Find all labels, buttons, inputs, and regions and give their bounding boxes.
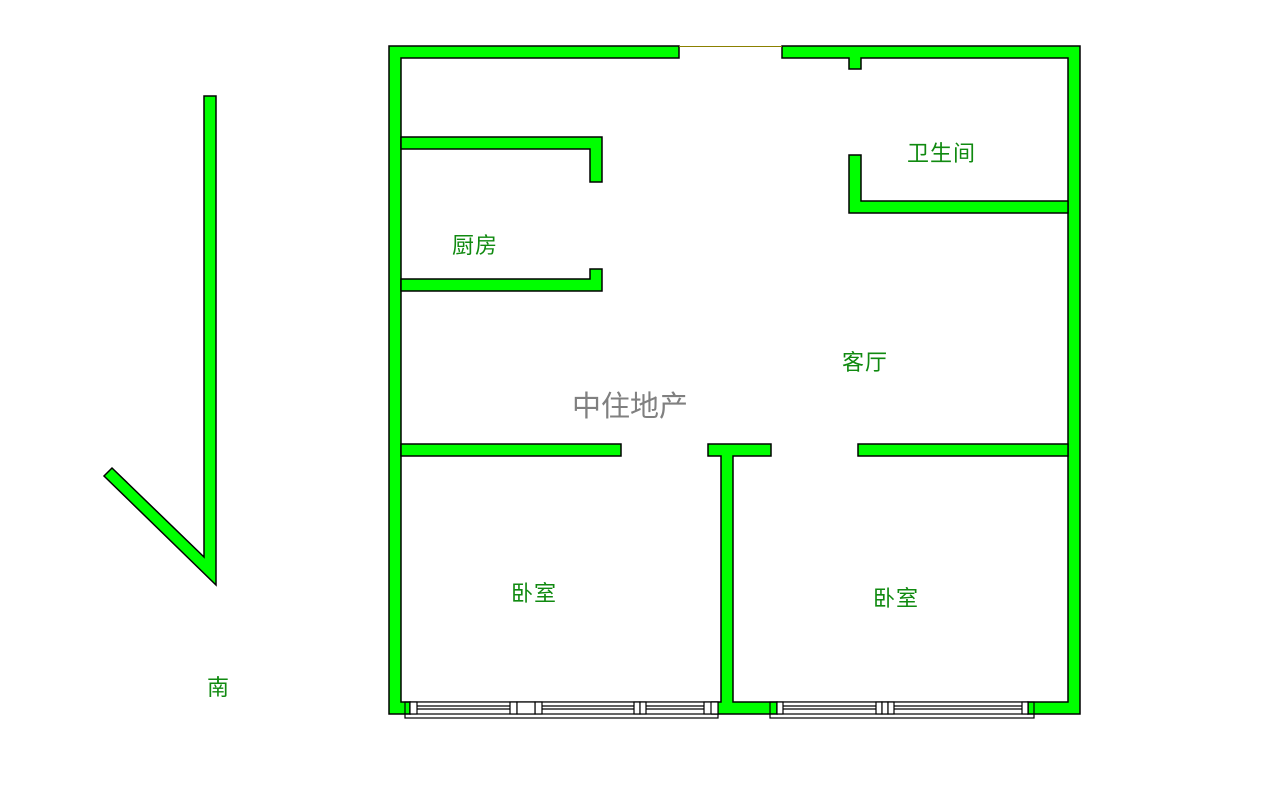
kitchen-wall-top [400, 136, 603, 183]
compass-south-label: 南 [207, 676, 231, 701]
bedroom-right-top-wall [857, 443, 1069, 457]
outer-wall-top-right [781, 45, 1081, 715]
outer-wall [388, 45, 680, 715]
window-left [404, 701, 719, 719]
bedroom-left-top-wall [400, 443, 622, 457]
bathroom-wall [848, 154, 1069, 214]
room-label-living-room: 客厅 [842, 351, 889, 376]
room-label-bedroom-right: 卧室 [873, 587, 920, 612]
watermark: 中住地产 [572, 389, 689, 423]
kitchen-wall-bottom [400, 268, 603, 292]
room-label-bedroom-left: 卧室 [511, 582, 558, 607]
window-right [769, 701, 1035, 719]
south-arrow-icon [102, 95, 217, 587]
room-label-bathroom: 卫生间 [907, 142, 977, 167]
bottom-wall-mid [707, 443, 778, 715]
room-label-kitchen: 厨房 [452, 234, 499, 259]
